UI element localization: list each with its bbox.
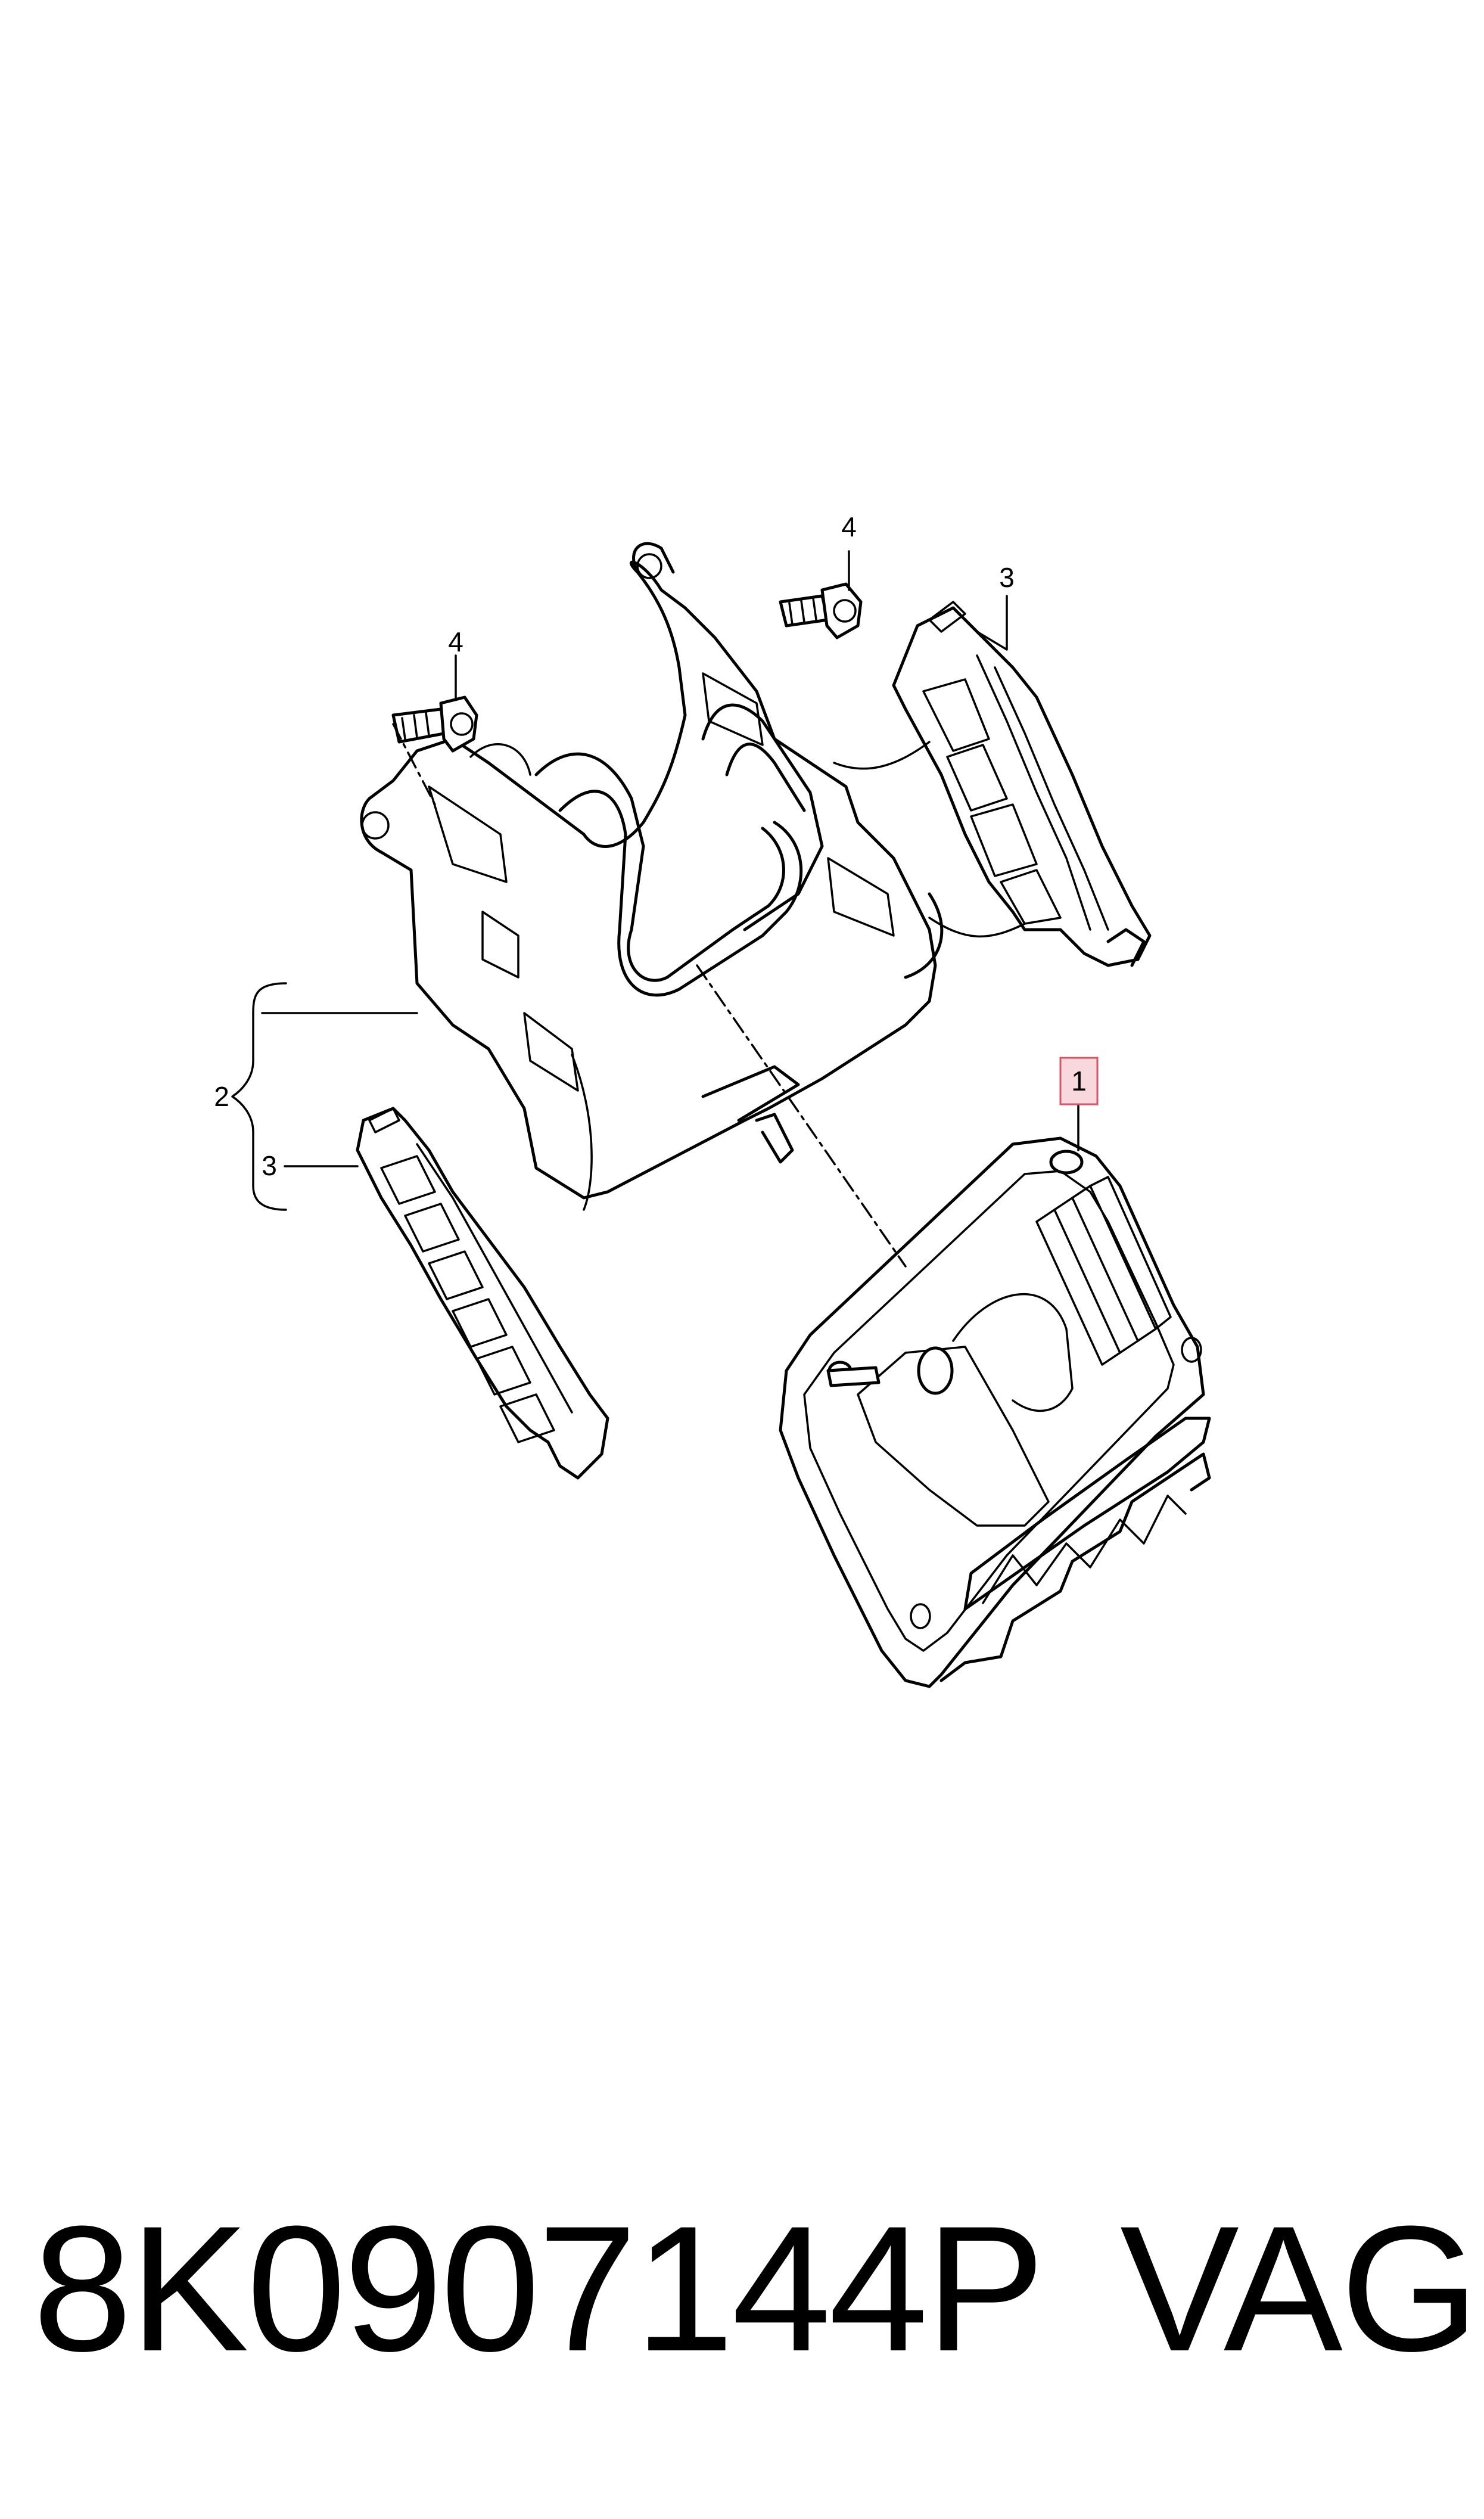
mounting-bracket <box>360 542 944 1200</box>
bolt-right <box>779 582 863 639</box>
connector-lower <box>356 1107 609 1480</box>
part-number: 8K0907144P <box>33 2188 1045 2388</box>
callout-connector-upper: 3 <box>999 562 1015 593</box>
callout-bolt-left: 4 <box>448 626 463 657</box>
callout-connector-lower: 3 <box>262 1150 277 1181</box>
ecu-highlight-box <box>1059 1057 1099 1105</box>
assembly-lines <box>392 723 1026 1268</box>
connector-upper <box>892 601 1152 967</box>
engine-control-unit <box>779 1136 1211 1688</box>
callout-ecu: 1 <box>1071 1066 1087 1097</box>
bolt-left <box>391 695 478 753</box>
callout-bracket: 2 <box>214 1081 229 1112</box>
brand-label: VAG <box>1120 2188 1479 2388</box>
callout-bolt-right: 4 <box>841 511 857 542</box>
callout-leaders <box>231 550 1079 1211</box>
